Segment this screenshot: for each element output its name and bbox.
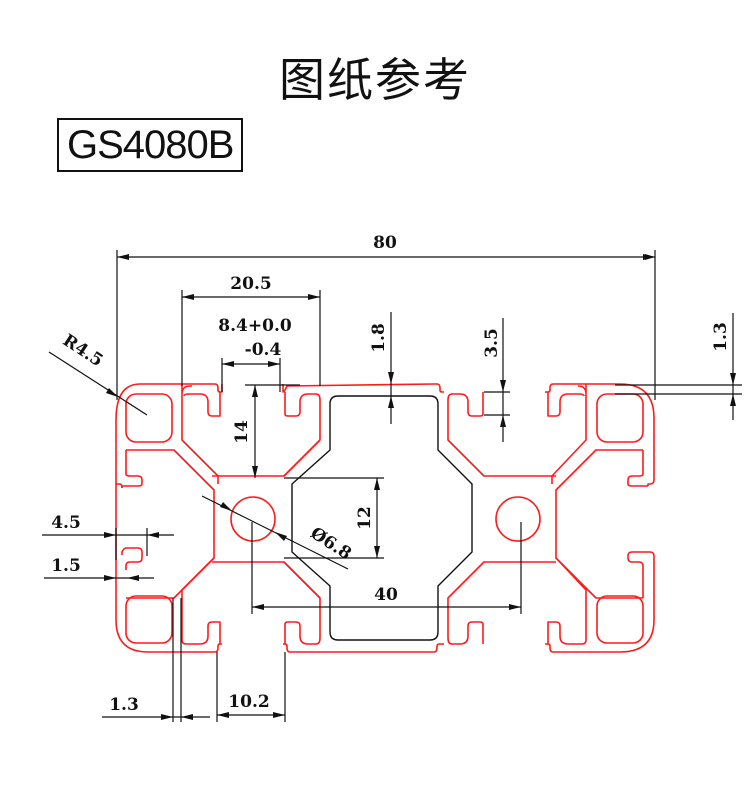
dim-side-lip: 4.5: [51, 513, 81, 533]
dim-corner-radius: R4.5: [59, 331, 107, 372]
corner-cavity-br: [596, 595, 644, 644]
profile-outline: [115, 383, 655, 653]
core-cavity: [291, 395, 473, 641]
corner-cavity-bl: [125, 595, 173, 644]
dim-top-wall: 1.8: [369, 323, 389, 353]
hole-right: [495, 496, 541, 542]
dim-side-wall: 1.5: [51, 556, 81, 576]
dim-corner-wall: 1.3: [711, 322, 731, 352]
page-title: 图纸参考: [279, 53, 471, 107]
model-label: GS4080B: [57, 118, 244, 172]
dim-slot-width: 8.4+0.0: [218, 316, 292, 336]
dim-slot-pitch: 20.5: [230, 274, 271, 294]
dim-slot-depth: 14: [232, 420, 252, 444]
dim-slot-tolerance: -0.4: [245, 340, 282, 360]
corner-cavity-tr: [596, 393, 644, 443]
dim-overall-width: 80: [373, 233, 397, 253]
dim-hole-spacing: 40: [374, 585, 398, 605]
dim-lip-depth: 3.5: [482, 328, 502, 358]
outer-contour: [115, 383, 655, 653]
hole-left: [230, 496, 276, 542]
corner-cavity-tl: [125, 393, 173, 443]
dimension-lines: [42, 250, 742, 722]
dim-bottom-wall: 1.3: [109, 695, 139, 715]
dim-core-height: 12: [355, 506, 375, 530]
dim-bottom-slot: 10.2: [228, 692, 269, 712]
